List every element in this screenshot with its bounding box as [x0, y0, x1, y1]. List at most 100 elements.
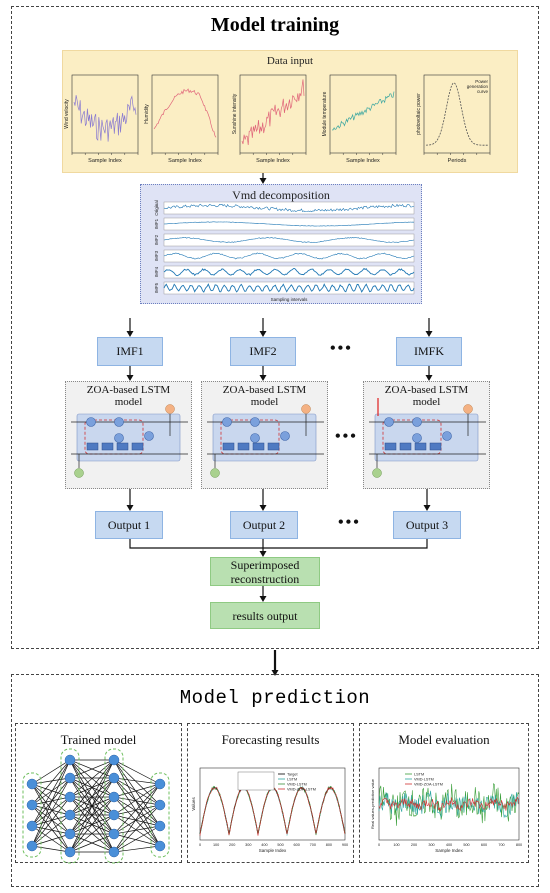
network-edge — [113, 825, 161, 835]
model-evaluation-title: Model evaluation — [398, 732, 490, 747]
ellipsis-output: ••• — [338, 514, 361, 531]
input-plot-xlabel-5: Periods — [448, 158, 467, 164]
network-edge — [31, 814, 71, 847]
vmd-label: Vmd decomposition — [232, 188, 330, 202]
network-edge — [31, 759, 71, 785]
input-plot-frame-2 — [151, 74, 219, 154]
network-node — [64, 754, 76, 766]
network-node — [108, 828, 120, 840]
model-prediction-frame — [11, 674, 539, 887]
network-edge — [31, 759, 71, 827]
lstm-input-node — [74, 468, 84, 478]
forecast-xtick: 0 — [199, 843, 201, 847]
vmd-row-line-3 — [163, 252, 415, 260]
evaluation-xtick: 700 — [498, 843, 504, 847]
network-edge — [69, 777, 115, 853]
vmd-row-label-4: IMF4 — [154, 266, 159, 277]
lstm-gate-block — [116, 442, 129, 451]
network-node — [108, 846, 120, 858]
ellipsis-imf: ••• — [330, 340, 353, 357]
lstm-output-node — [301, 404, 311, 414]
forecast-frame — [199, 767, 346, 841]
vmd-row-label-0: Original — [154, 200, 159, 216]
network-edge — [31, 783, 71, 816]
input-plot-xlabel-4: Sample Index — [346, 158, 380, 164]
model-evaluation-panel: Model evaluation — [359, 723, 529, 863]
forecast-legend-0: Target — [287, 773, 298, 777]
network-edge — [31, 833, 71, 847]
evaluation-ylabel: Real values-predictive value — [370, 778, 375, 829]
vmd-row-0: Original — [154, 200, 415, 216]
network-node — [64, 846, 76, 858]
forecast-xtick: 600 — [293, 843, 299, 847]
output-1-box: Output 1 — [95, 511, 163, 539]
vmd-row-4: IMF4 — [154, 265, 415, 279]
network-node — [154, 799, 166, 811]
model-training-title: Model training — [210, 14, 340, 36]
network-edge — [113, 783, 161, 853]
input-plot-frame-4 — [329, 74, 397, 154]
input-plot-legend-l1: Power — [475, 79, 488, 84]
lstm-gate-highlight — [220, 419, 280, 455]
network-edge — [113, 759, 161, 806]
lstm-op-node — [412, 417, 422, 427]
lstm-gate-block — [237, 442, 250, 451]
arrow-lstm2-out-head — [259, 505, 267, 511]
network-node — [26, 799, 38, 811]
lstm-gate-block — [267, 442, 280, 451]
network-node — [26, 840, 38, 852]
arrow-vmd-imfk-head — [425, 331, 433, 337]
network-edge — [113, 804, 161, 816]
lstm-gate-block — [384, 442, 397, 451]
network-edge — [31, 825, 71, 853]
arrow-merge-to-superimposed-head — [259, 551, 267, 557]
trained-model-title: Trained model — [60, 732, 137, 747]
input-plot-line-2 — [153, 88, 217, 138]
lstm-op-node — [222, 417, 232, 427]
forecast-xlabel: Sample Index — [259, 848, 287, 853]
network-edge — [31, 825, 71, 835]
input-plot-ylabel-3: Sunshine intensity — [232, 93, 238, 134]
forecast-xtick: 200 — [229, 843, 235, 847]
network-edge — [31, 783, 71, 798]
input-plot-ylabel-4: Module temperature — [322, 91, 328, 136]
network-node — [64, 791, 76, 803]
network-node — [154, 840, 166, 852]
vmd-row-line-5 — [163, 283, 415, 293]
network-edge — [113, 783, 161, 835]
network-edge — [113, 783, 161, 798]
network-edge — [69, 759, 115, 853]
network-edge — [69, 759, 115, 798]
forecast-xtick: 900 — [342, 843, 348, 847]
network-edge — [113, 783, 161, 816]
forecast-legend-2: VMD-LSTM — [287, 783, 307, 787]
network-edge — [31, 796, 71, 847]
network-edge — [113, 804, 161, 853]
input-plot-4: Sample Index Module temperature — [322, 74, 397, 164]
lstm-op-node — [250, 433, 260, 443]
vmd-row-1: IMF1 — [154, 217, 415, 231]
network-node — [108, 754, 120, 766]
network-layer-frame — [22, 772, 42, 858]
lstm-op-node — [442, 431, 452, 441]
lstm-op-node — [144, 431, 154, 441]
arrow-imf2-lstm-head — [259, 375, 267, 381]
evaluation-series-1 — [378, 790, 520, 819]
vmd-row-line-0 — [163, 203, 415, 213]
ellipsis-lstm: ••• — [335, 428, 358, 445]
trained-model-panel: Trained model — [15, 723, 182, 863]
arrow-vmd-imf1-head — [126, 331, 134, 337]
network-edge — [31, 845, 71, 853]
imf2-label: IMF2 — [249, 344, 277, 358]
output-2-box: Output 2 — [230, 511, 298, 539]
imfk-box: IMFK — [396, 337, 462, 366]
vmd-xlabel: Sampling intervals — [271, 297, 309, 302]
